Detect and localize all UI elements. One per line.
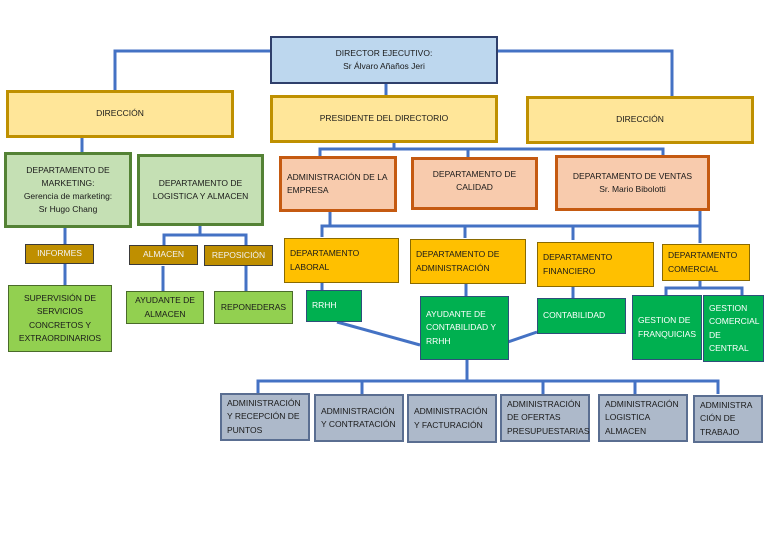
adm-contratacion-node[interactable]: ADMINISTRACIÓN Y CONTRATACIÓN	[314, 394, 404, 442]
logistica-title: DEPARTAMENTO DE LOGISTICA Y ALMACEN	[152, 177, 249, 201]
marketing-subtitle: Gerencia de marketing:	[23, 191, 113, 201]
supervision-title: SUPERVISIÓN DE SERVICIOS CONCRETOS Y EXT…	[18, 293, 102, 343]
calidad-title: DEPARTAMENTO DE CALIDAD	[432, 169, 517, 193]
franquicias-title: GESTION DE FRANQUICIAS	[638, 315, 697, 339]
ayudante-contabilidad-title: AYUDANTE DE CONTABILIDAD Y RRHH	[426, 309, 496, 346]
connector-contabilidad-ayudante	[507, 330, 538, 344]
connector-logistica-reposicion	[200, 233, 248, 245]
admin-empresa-node[interactable]: ADMINISTRACIÓN DE LA EMPRESA	[279, 156, 397, 212]
comercial-central-title: GESTION COMERCIAL DE CENTRAL	[709, 303, 760, 353]
contabilidad-title: CONTABILIDAD	[543, 310, 606, 321]
almacen-title: ALMACEN	[142, 249, 185, 260]
administracion-node[interactable]: DEPARTAMENTO DE ADMINISTRACIÓN	[410, 239, 526, 284]
adm-recepcion-title: ADMINISTRACIÓN Y RECEPCIÓN DE PUNTOS	[227, 398, 301, 435]
ventas-name: Sr. Mario Bibolotti	[599, 184, 666, 194]
contabilidad-node[interactable]: CONTABILIDAD	[537, 298, 626, 334]
direccion-left-title: DIRECCIÓN	[96, 108, 144, 119]
reposicion-node[interactable]: REPOSICIÓN	[204, 245, 273, 266]
marketing-title: DEPARTAMENTO DE MARKETING:	[26, 164, 110, 188]
ayudante-almacen-node[interactable]: AYUDANTE DE ALMACEN	[126, 291, 204, 324]
presidente-node[interactable]: PRESIDENTE DEL DIRECTORIO	[270, 95, 498, 143]
ventas-title: DEPARTAMENTO DE VENTAS	[572, 170, 693, 181]
connector-area-bus	[322, 211, 702, 228]
informes-node[interactable]: INFORMES	[25, 244, 94, 264]
almacen-node[interactable]: ALMACEN	[129, 245, 198, 265]
comercial-title: DEPARTAMENTO COMERCIAL	[668, 250, 738, 274]
comercial-node[interactable]: DEPARTAMENTO COMERCIAL	[662, 244, 750, 281]
supervision-node[interactable]: SUPERVISIÓN DE SERVICIOS CONCRETOS Y EXT…	[8, 285, 112, 352]
connector-president-bus	[318, 143, 396, 156]
director-ejecutivo-node[interactable]: DIRECTOR EJECUTIVO: Sr Álvaro Añaños Jer…	[270, 36, 498, 84]
administracion-title: DEPARTAMENTO DE ADMINISTRACIÓN	[416, 249, 500, 273]
calidad-node[interactable]: DEPARTAMENTO DE CALIDAD	[411, 157, 538, 210]
informes-title: INFORMES	[37, 248, 82, 259]
franquicias-node[interactable]: GESTION DE FRANQUICIAS	[632, 295, 702, 360]
connector-exec-right	[498, 49, 674, 96]
direccion-right-title: DIRECCIÓN	[616, 114, 664, 125]
marketing-name: Sr Hugo Chang	[38, 204, 98, 215]
marketing-node[interactable]: DEPARTAMENTO DE MARKETING: Gerencia de m…	[4, 152, 132, 228]
connector-admin-bus	[256, 379, 720, 394]
director-ejecutivo-name: Sr Álvaro Añaños Jeri	[343, 61, 425, 71]
adm-logistica-title: ADMINISTRACIÓN LOGISTICA ALMACEN	[605, 399, 679, 436]
connector-comercial-central	[700, 286, 744, 295]
connector-exec-left	[113, 49, 270, 91]
direccion-right-node[interactable]: DIRECCIÓN	[526, 96, 754, 144]
connector-comercial-split	[664, 281, 702, 295]
adm-trabajo-title: ADMINISTRA CIÓN DE TRABAJO	[700, 400, 752, 437]
rrhh-node[interactable]: RRHH	[306, 290, 362, 322]
comercial-central-node[interactable]: GESTION COMERCIAL DE CENTRAL	[703, 295, 764, 362]
ayudante-contabilidad-node[interactable]: AYUDANTE DE CONTABILIDAD Y RRHH	[420, 296, 509, 360]
direccion-left-node[interactable]: DIRECCIÓN	[6, 90, 234, 138]
laboral-node[interactable]: DEPARTAMENTO LABORAL	[284, 238, 399, 283]
laboral-title: DEPARTAMENTO LABORAL	[290, 248, 360, 272]
adm-logistica-node[interactable]: ADMINISTRACIÓN LOGISTICA ALMACEN	[598, 394, 688, 442]
reponederas-title: REPONEDERAS	[220, 301, 287, 312]
adm-ofertas-title: ADMINISTRACIÓN DE OFERTAS PRESUPUESTARIA…	[507, 399, 590, 436]
adm-facturacion-title: ADMINISTRACIÓN Y FACTURACIÓN	[414, 406, 488, 430]
logistica-node[interactable]: DEPARTAMENTO DE LOGISTICA Y ALMACEN	[137, 154, 264, 226]
adm-facturacion-node[interactable]: ADMINISTRACIÓN Y FACTURACIÓN	[407, 394, 497, 443]
financiero-node[interactable]: DEPARTAMENTO FINANCIERO	[537, 242, 654, 287]
connector-rrhh-ayudante	[336, 320, 421, 347]
ayudante-almacen-title: AYUDANTE DE ALMACEN	[135, 295, 195, 319]
adm-contratacion-title: ADMINISTRACIÓN Y CONTRATACIÓN	[321, 405, 396, 429]
connector-logistica-split	[162, 226, 202, 245]
ventas-node[interactable]: DEPARTAMENTO DE VENTAS Sr. Mario Bibolot…	[555, 155, 710, 211]
reposicion-title: REPOSICIÓN	[211, 249, 266, 260]
rrhh-title: RRHH	[312, 300, 337, 311]
adm-recepcion-node[interactable]: ADMINISTRACIÓN Y RECEPCIÓN DE PUNTOS	[220, 393, 310, 441]
financiero-title: DEPARTAMENTO FINANCIERO	[543, 252, 613, 276]
admin-empresa-title: ADMINISTRACIÓN DE LA EMPRESA	[287, 171, 388, 195]
adm-ofertas-node[interactable]: ADMINISTRACIÓN DE OFERTAS PRESUPUESTARIA…	[500, 394, 590, 442]
director-ejecutivo-title: DIRECTOR EJECUTIVO:	[335, 47, 433, 58]
adm-trabajo-node[interactable]: ADMINISTRA CIÓN DE TRABAJO	[693, 395, 763, 443]
reponederas-node[interactable]: REPONEDERAS	[214, 291, 293, 324]
presidente-title: PRESIDENTE DEL DIRECTORIO	[319, 113, 449, 124]
connector-president-bus2	[394, 147, 665, 155]
